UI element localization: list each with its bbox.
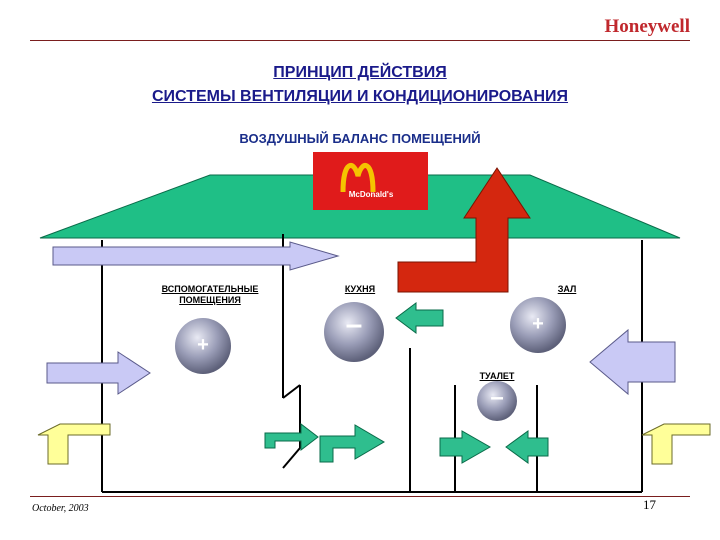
pressure-sphere-kitchen	[324, 302, 384, 362]
building-outline	[101, 240, 643, 493]
room-label-aux: ВСПОМОГАТЕЛЬНЫЕ ПОМЕЩЕНИЯ	[148, 284, 272, 306]
room-label-aux-line2: ПОМЕЩЕНИЯ	[179, 295, 241, 305]
pressure-sphere-hall	[510, 297, 566, 353]
logo-text: McDonald's	[348, 190, 394, 199]
transfer-arrow-toilet-right	[505, 430, 549, 464]
minus-sign: –	[345, 308, 363, 341]
subtitle: ВОЗДУШНЫЙ БАЛАНС ПОМЕЩЕНИЙ	[239, 131, 481, 146]
mcdonalds-arches	[340, 163, 376, 193]
room-label-aux-line1: ВСПОМОГАТЕЛЬНЫЕ	[161, 284, 259, 294]
transfer-arrow-bent-2	[319, 424, 385, 463]
title-line-1: ПРИНЦИП ДЕЙСТВИЯ	[273, 64, 447, 81]
transfer-arrow-toilet-left	[439, 430, 492, 464]
title-line-2: СИСТЕМЫ ВЕНТИЛЯЦИИ И КОНДИЦИОНИРОВАНИЯ	[151, 88, 569, 105]
plus-sign: +	[197, 334, 209, 356]
supply-duct-arrow	[52, 241, 340, 271]
supply-arrow-right	[589, 328, 676, 396]
supply-arrow-left	[46, 351, 151, 395]
footer-date: October, 2003	[32, 503, 89, 514]
footer-rule	[30, 496, 690, 497]
transfer-arrow-kitchen	[395, 302, 444, 334]
minus-sign: –	[490, 384, 504, 411]
plus-sign: +	[532, 313, 544, 335]
fresh-air-arrow-left	[37, 423, 111, 465]
pressure-sphere-aux	[175, 318, 231, 374]
room-label-toilet: ТУАЛЕТ	[479, 371, 515, 381]
transfer-arrow-bent-1	[264, 422, 319, 452]
brand-logo-text: Honeywell	[604, 16, 691, 37]
room-label-kitchen: КУХНЯ	[344, 284, 376, 294]
exhaust-arrow	[397, 167, 531, 293]
pressure-sphere-toilet	[477, 381, 517, 421]
fresh-air-arrow-right	[641, 423, 711, 465]
header-rule	[30, 40, 690, 41]
page-number: 17	[643, 497, 656, 512]
room-label-hall: ЗАЛ	[557, 284, 577, 294]
